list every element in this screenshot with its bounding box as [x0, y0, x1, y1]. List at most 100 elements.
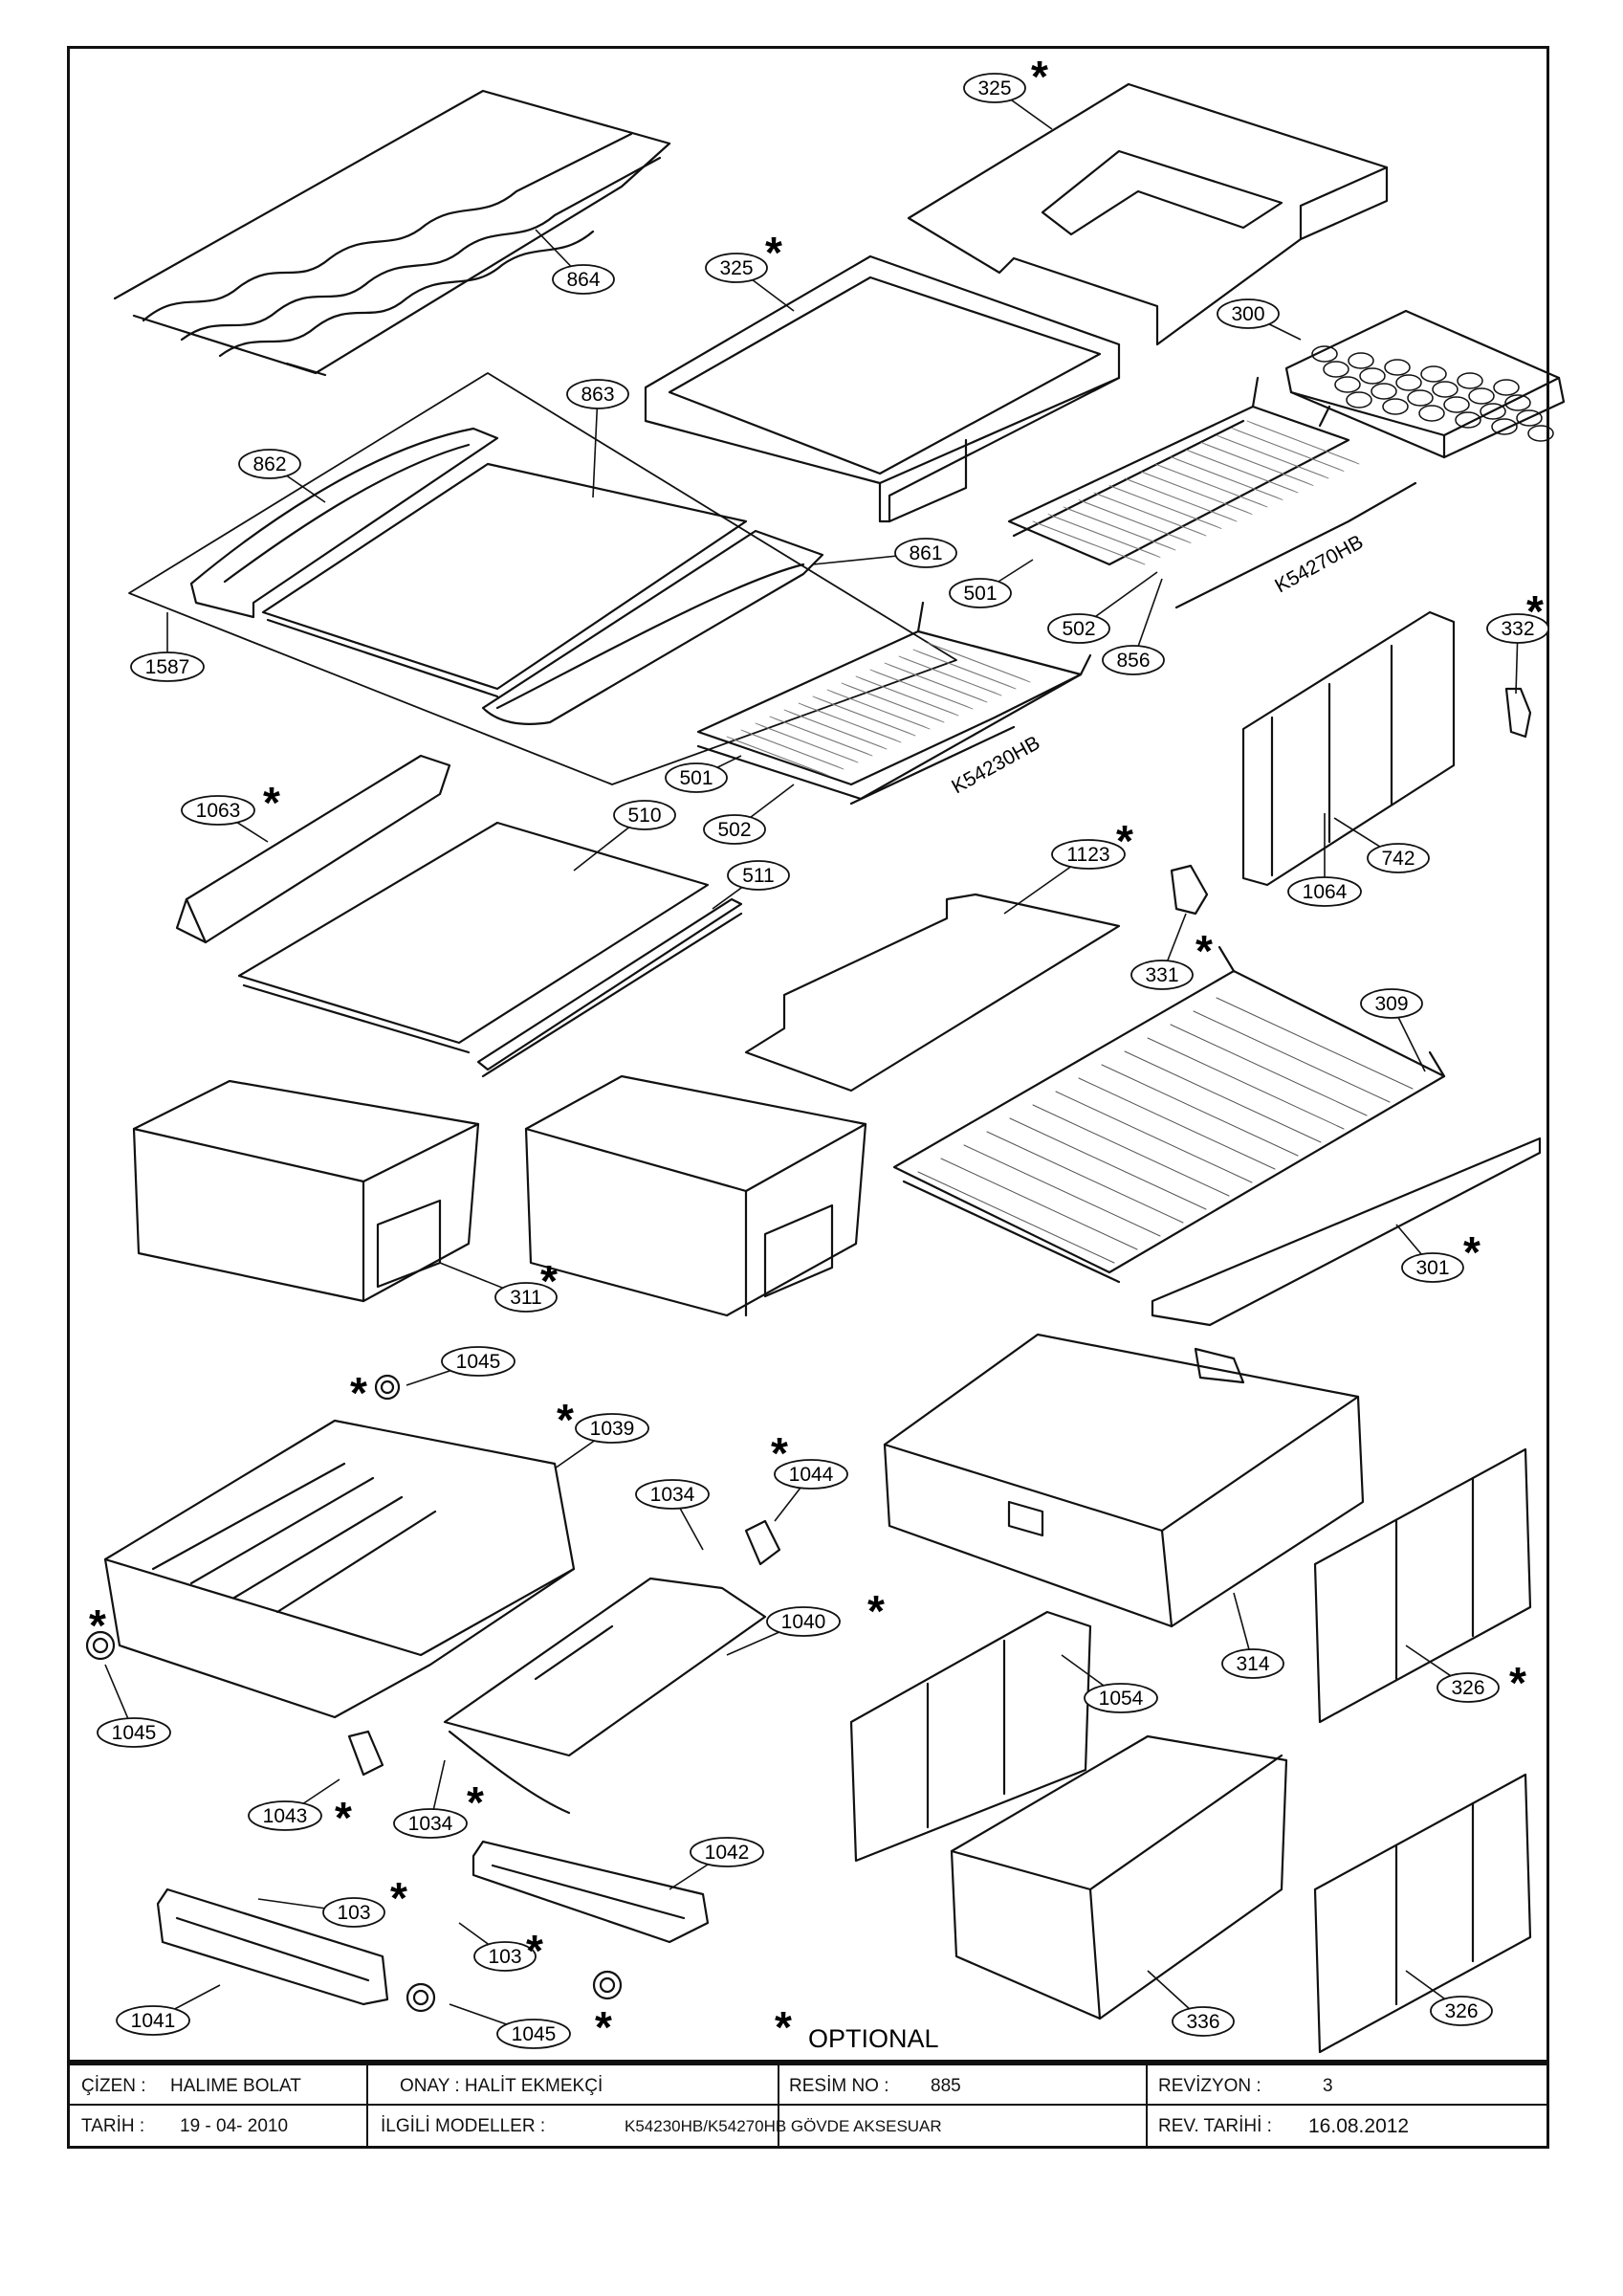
optional-asterisk: * [263, 778, 280, 828]
glass-slats-lower [726, 642, 1031, 777]
glass-slat [1093, 492, 1207, 537]
glass-slat [1231, 428, 1345, 472]
optional-asterisk: * [89, 1601, 106, 1650]
callout-number: 325 [719, 257, 753, 279]
optional-asterisk: * [1509, 1658, 1526, 1708]
callout-1045: 1045 [441, 1346, 515, 1377]
callout-1039: 1039 [575, 1413, 649, 1444]
callout-labels: 3258643253008638628615015028563321587501… [97, 73, 1549, 2049]
wire-shelf-upper [1007, 376, 1417, 609]
optional-asterisk: * [771, 1428, 788, 1478]
optional-asterisk: * [467, 1777, 484, 1827]
shelf-frame-part-325-upper [907, 82, 1389, 346]
callout-number: 864 [566, 269, 600, 291]
clip-part-331 [1170, 864, 1209, 916]
glass-slat [1032, 520, 1146, 565]
clip-part-332 [1504, 687, 1532, 739]
revision-date-value: 16.08.2012 [1308, 2114, 1410, 2137]
cover-part-326-lower [1313, 1773, 1532, 2054]
callout-number: 314 [1236, 1653, 1269, 1675]
shelf-wire [1055, 1091, 1253, 1183]
revision-date-label: REV. TARİHİ : [1158, 2115, 1272, 2136]
callout-103: 103 [473, 1941, 537, 1972]
cover-part-1054 [849, 1610, 1092, 1863]
flap-part-1040 [443, 1577, 767, 1815]
callout-1043: 1043 [248, 1800, 322, 1831]
callout-number: 1043 [263, 1805, 308, 1827]
callout-bubble [1217, 298, 1280, 329]
callout-1587: 1587 [130, 651, 205, 682]
optional-star: * [775, 2002, 792, 2052]
handle-part-1042 [472, 1840, 710, 1944]
callout-326: 326 [1437, 1672, 1500, 1703]
shelf-wire [917, 1171, 1115, 1264]
egg-cup [1418, 405, 1445, 422]
callout-511: 511 [727, 860, 790, 891]
shelf-tray-part-325 [644, 254, 1121, 523]
approval-label: ONAY : HALİT EKMEKÇİ [400, 2075, 603, 2096]
glass-slat [812, 695, 916, 737]
shelf-trim-part-511 [476, 897, 743, 1078]
callout-502: 502 [703, 814, 766, 845]
optional-asterisk: * [526, 1926, 543, 1976]
glass-slat [769, 716, 873, 757]
callout-331: 331 [1130, 960, 1194, 990]
glass-slat [755, 722, 859, 763]
callout-number: 862 [252, 453, 286, 475]
egg-cup [1382, 398, 1409, 415]
wine-rack-part-864 [113, 89, 671, 377]
optional-asterisk: * [867, 1586, 885, 1636]
callout-bubble [1221, 1648, 1284, 1679]
cover-part-326-upper [1313, 1447, 1532, 1724]
callout-number: 1045 [456, 1351, 501, 1373]
egg-cup [1516, 409, 1543, 427]
callout-number: 861 [909, 542, 942, 564]
callout-number: 300 [1231, 303, 1264, 325]
egg-cup [1443, 396, 1470, 413]
wire-shelf-lower [696, 601, 1092, 806]
related-models-label: İLGİLİ MODELLER : [381, 2115, 546, 2136]
drawn-by-value: HALIME BOLAT [170, 2075, 301, 2096]
callout-1054: 1054 [1084, 1683, 1158, 1713]
glass-slat [798, 702, 902, 743]
callout-501: 501 [949, 578, 1012, 608]
egg-cup [1407, 389, 1434, 407]
callout-bubble [322, 1897, 385, 1928]
egg-cup [1420, 365, 1447, 383]
callout-bubble [473, 1941, 537, 1972]
callout-bubble [181, 795, 255, 826]
callout-number: 309 [1374, 993, 1408, 1015]
glass-slats-upper [1032, 420, 1360, 565]
callout-bubble [613, 800, 676, 830]
egg-cup [1432, 381, 1459, 398]
callout-number: 325 [977, 77, 1011, 99]
callout-number: 1054 [1099, 1688, 1144, 1710]
callout-number: 331 [1145, 964, 1178, 986]
callout-bubble [1130, 960, 1194, 990]
glass-shelf-part-510 [237, 821, 710, 1054]
callout-bubble [727, 860, 790, 891]
callout-number: 501 [679, 767, 713, 789]
shelf-wire [1216, 997, 1414, 1090]
callout-1045: 1045 [97, 1717, 171, 1748]
callout-number: 502 [717, 819, 751, 841]
egg-cup [1504, 394, 1531, 411]
glass-slat [740, 729, 844, 770]
optional-asterisk: * [1195, 926, 1213, 976]
callout-301: 301 [1401, 1252, 1464, 1283]
callout-number: 311 [510, 1287, 541, 1309]
callout-bubble [766, 1606, 841, 1637]
callout-number: 332 [1501, 618, 1534, 640]
callout-309: 309 [1360, 988, 1423, 1019]
shelf-wire [963, 1144, 1161, 1237]
crisper-cover-assembly-1587 [128, 372, 957, 785]
callout-number: 1044 [789, 1464, 834, 1486]
glass-slat [1108, 485, 1222, 529]
leader-line [592, 393, 599, 498]
callout-bubble [963, 73, 1026, 103]
callout-1063: 1063 [181, 795, 255, 826]
small-round-parts [85, 1374, 781, 2013]
glass-slat [841, 682, 945, 723]
callout-bubble [116, 2005, 190, 2036]
callout-bubble [393, 1808, 468, 1839]
